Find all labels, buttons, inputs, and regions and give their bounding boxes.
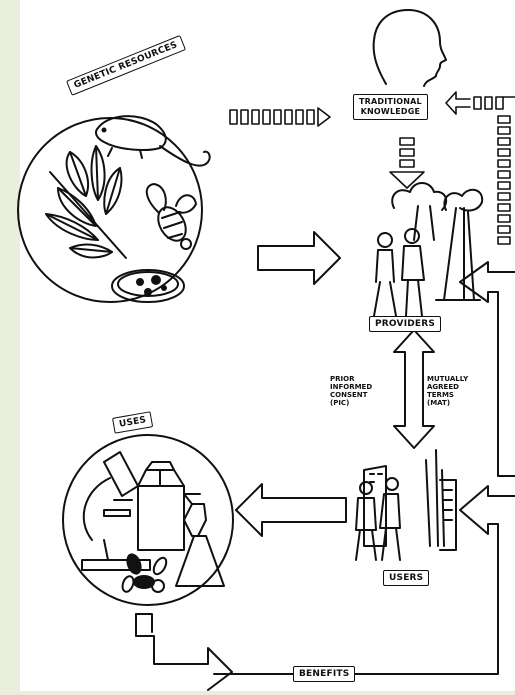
traditional-knowledge-label: TRADITIONAL KNOWLEDGE (353, 94, 428, 120)
providers-label: PROVIDERS (369, 316, 441, 332)
paper-background (20, 0, 515, 691)
mat-note: MUTUALLY AGREED TERMS (MAT) (427, 375, 468, 407)
benefits-label: BENEFITS (293, 666, 355, 682)
pic-note: PRIOR INFORMED CONSENT (PIC) (330, 375, 372, 407)
users-label: USERS (383, 570, 429, 586)
